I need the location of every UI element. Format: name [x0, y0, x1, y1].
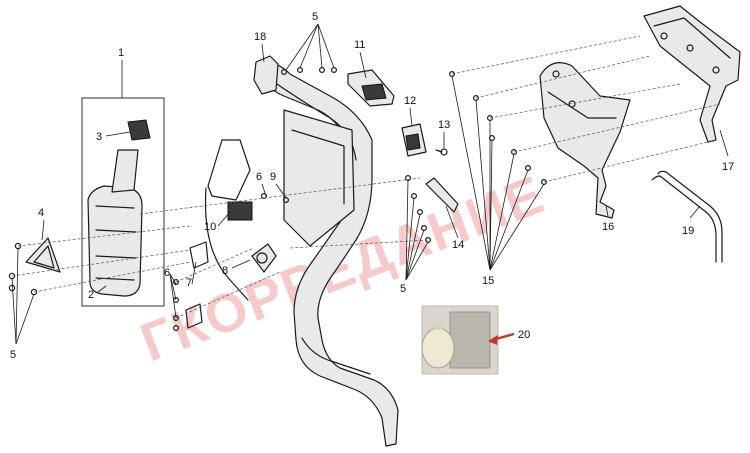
callout-labels: 1 2 3 4 5 5 5 6 6 7 8 9 10 11 12 13 14 1…	[10, 11, 734, 361]
callout-11: 11	[354, 39, 365, 51]
callout-1: 1	[118, 47, 124, 59]
part-14-strip	[425, 177, 459, 213]
part-5-bolts-left	[8, 242, 38, 296]
callout-2: 2	[88, 289, 94, 301]
callout-10: 10	[204, 221, 216, 233]
part-3-filler-neck	[111, 149, 139, 193]
part-12-clip	[401, 123, 427, 157]
leader-lines	[11, 23, 729, 345]
callout-8: 8	[222, 265, 228, 277]
part-11-clip	[347, 69, 395, 107]
callout-18: 18	[254, 31, 266, 43]
callout-4: 4	[38, 207, 44, 219]
part-4-bracket	[25, 237, 61, 273]
part-2-reservoir	[87, 185, 143, 297]
callout-3: 3	[96, 131, 102, 143]
front-cowl-panel	[185, 55, 399, 447]
part-8-knob	[251, 243, 277, 273]
callout-14: 14	[452, 239, 464, 251]
callout-16: 16	[602, 221, 614, 233]
callout-5-right: 5	[400, 283, 406, 295]
part-7-plate	[189, 241, 209, 269]
callout-13: 13	[438, 119, 450, 131]
callout-6-upper: 6	[256, 171, 262, 183]
callout-20: 20	[518, 329, 530, 341]
part-13-screw	[435, 148, 448, 156]
alignment-lines	[11, 35, 721, 319]
part-20-photo-inset	[421, 305, 515, 375]
part-16-side-panel	[539, 62, 631, 219]
callout-9: 9	[270, 171, 276, 183]
part-3-cap	[127, 119, 151, 141]
callout-19: 19	[682, 225, 694, 237]
part-18-upper-bracket	[253, 55, 279, 95]
part-1-group	[81, 60, 165, 307]
callout-5-left: 5	[10, 349, 16, 361]
part-17-rear-bracket	[643, 5, 741, 143]
callout-15: 15	[482, 275, 494, 287]
rear-panel-assembly	[539, 5, 741, 263]
callout-7: 7	[186, 277, 192, 289]
callout-6-lower: 6	[164, 267, 170, 279]
part-19-rod	[657, 170, 723, 263]
callout-12: 12	[404, 95, 416, 107]
callout-17: 17	[722, 161, 734, 173]
part-10-switch	[227, 201, 253, 221]
callout-5-top: 5	[312, 11, 318, 23]
